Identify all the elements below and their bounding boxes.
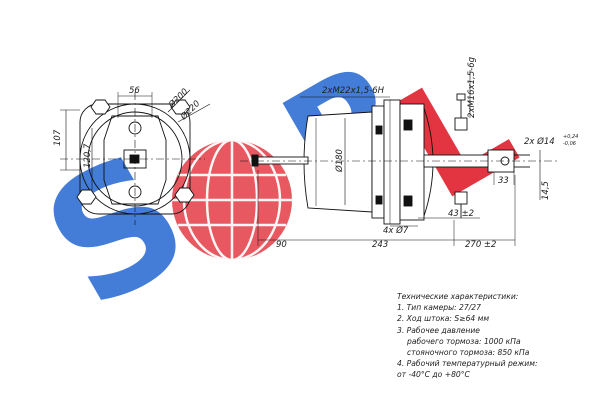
spec-line: 1. Тип камеры: 27/27: [397, 303, 481, 313]
dim-90: 90: [276, 240, 287, 250]
dim-pin-tol-top: +0,24: [563, 134, 578, 140]
spec-line: стояночного тормоза: 850 кПа: [407, 348, 530, 358]
dim-33: 33: [498, 176, 509, 186]
dim-120-7: 120,7: [83, 143, 93, 168]
dim-pin: 2x Ø14: [524, 136, 555, 147]
spec-line: рабочего тормоза: 1000 кПа: [407, 336, 521, 346]
spec-line: 2. Ход штока: S≥64 мм: [397, 314, 490, 324]
spec-line: 3. Рабочее давление: [397, 325, 480, 335]
dim-thread-m16: 2xM16x1,5-6g: [467, 56, 477, 118]
front-view: [60, 89, 211, 225]
spec-title: Технические характеристики:: [397, 292, 519, 301]
dim-107: 107: [53, 129, 63, 146]
dim-d7: 4x Ø7: [383, 225, 409, 236]
dim-56: 56: [129, 86, 140, 96]
dim-d180: Ø180: [334, 149, 345, 173]
dim-thread-m22: 2xM22x1,5-6H: [322, 86, 385, 96]
dim-43: 43 ±2: [448, 209, 474, 219]
dim-270: 270 ±2: [465, 240, 496, 250]
dim-pin-tol-bottom: -0,06: [563, 141, 576, 147]
spec-line: от -40°С до +80°С: [397, 370, 470, 380]
dim-243: 243: [372, 240, 388, 250]
specifications-block: Технические характеристики: 1. Тип камер…: [397, 291, 597, 381]
side-view: [240, 70, 560, 246]
spec-line: 4. Рабочий температурный режим:: [397, 359, 538, 369]
dim-14-5: 14,5: [541, 181, 551, 200]
